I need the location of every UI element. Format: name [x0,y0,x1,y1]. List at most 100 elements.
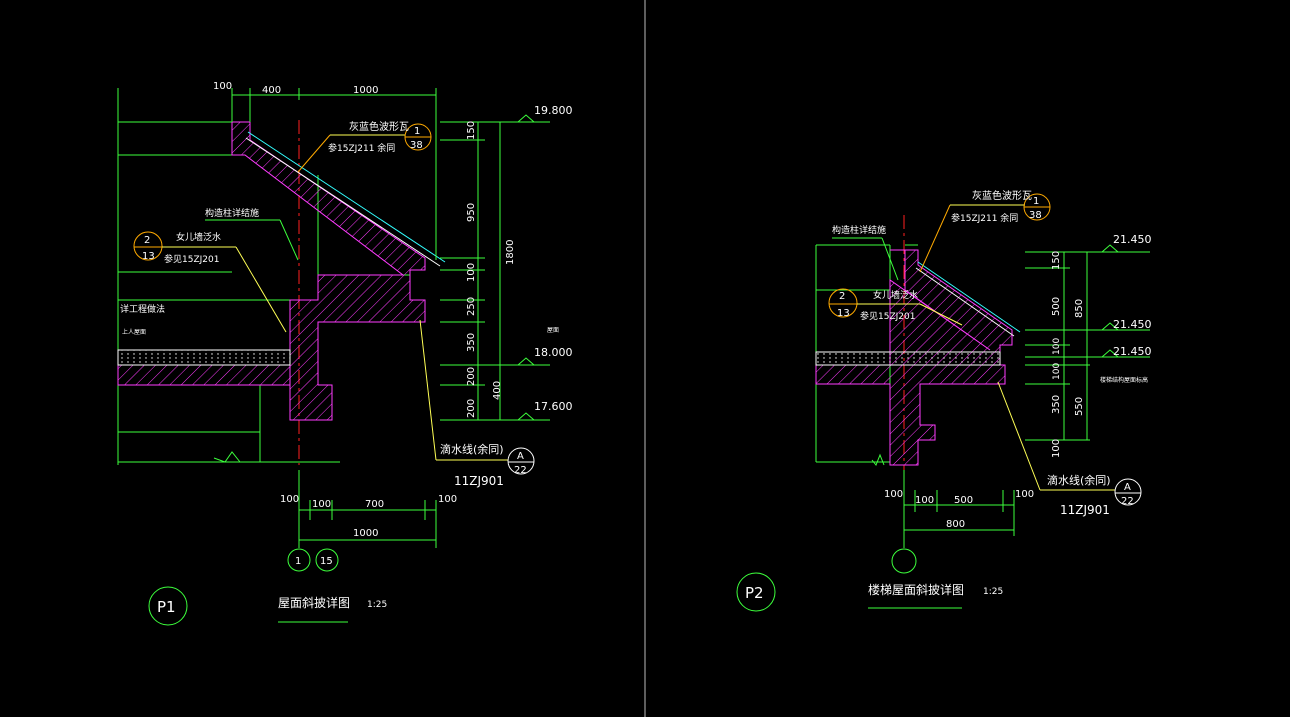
p2-rdim-100c: 100 [1051,439,1062,458]
p1-top-dim-2: 400 [262,85,281,96]
p2-right-dim-labels: 150 500 850 100 100 350 550 100 [1051,251,1085,458]
p2-tile-circle-top: 1 [1033,196,1039,207]
p1-drip-label: 滴水线(余同) [440,442,504,456]
p1-title: 屋面斜披详图 [278,595,350,610]
p2-rdim-350: 350 [1051,395,1062,414]
p2-parapet-ref: 参见15ZJ201 [860,310,915,322]
detail-p1: 100 400 1000 150 950 1800 100 250 [117,81,573,626]
p1-tile-label: 灰蓝色波形瓦 [349,120,409,133]
p2-rdim-850: 850 [1074,299,1085,318]
p2-tile-note: 灰蓝色波形瓦 参15ZJ211 余同 1 38 [919,189,1051,273]
p2-bdim-100a: 100 [884,489,903,500]
p2-parapet-label: 女儿墙泛水 [873,289,918,301]
p1-parapet-ref: 参见15ZJ201 [164,253,219,265]
p1-rdim-250: 250 [466,297,477,316]
p1-axis-circle-1 [287,548,311,572]
p2-drip-ref: 11ZJ901 [1060,503,1110,517]
p2-elevation-1: 21.450 [1113,233,1152,246]
p1-axis-circle-2 [315,548,339,572]
p1-bdim-100c: 100 [438,494,457,505]
p1-bdim-700: 700 [365,499,384,510]
p1-rdim-1800: 1800 [505,240,516,265]
p1-rdim-400: 400 [492,381,503,400]
p1-tile-circle-top: 1 [414,126,420,137]
p1-top-dim-1: 100 [213,81,232,92]
p1-parapet-circle-top: 2 [144,235,150,246]
p2-structure-note: 构造柱详结施 [832,224,899,281]
p2-rdim-500: 500 [1051,297,1062,316]
p1-rdim-950: 950 [466,203,477,222]
p1-rdim-200b: 200 [466,399,477,418]
p1-tag-circle [148,586,188,626]
p2-tag-circle [736,572,776,612]
p2-parapet-note: 2 13 女儿墙泛水 参见15ZJ201 [828,288,963,326]
p1-drip-circle-top: A [517,451,524,462]
p2-bottom-dimensions [903,470,1015,548]
p1-rdim-200a: 200 [466,367,477,386]
p2-bdim-100c: 100 [1015,489,1034,500]
p1-top-dimensions [231,88,437,260]
p1-axis-label-2: 15 [320,556,333,567]
p1-roof-slab [231,121,426,421]
p1-elevation-top: 19.800 [534,104,573,117]
p2-scale: 1:25 [983,587,1003,597]
p2-right-dimensions [1025,244,1150,441]
p1-parapet-circle-bottom: 13 [142,251,155,262]
p1-tile-note: 灰蓝色波形瓦 参15ZJ211 余同 1 38 [297,120,432,173]
p2-drip-circle-top: A [1124,482,1131,493]
p1-drip-note: 滴水线(余同) A 22 11ZJ901 [419,319,535,488]
p2-bdim-100b: 100 [915,495,934,506]
p1-structure-label: 构造柱详结施 [205,207,259,219]
p2-elevation-3: 21.450 [1113,345,1152,358]
p2-rdim-550: 550 [1074,397,1085,416]
p2-drip-label: 滴水线(余同) [1047,473,1111,487]
p1-elevation-low: 17.600 [534,400,573,413]
p2-tag: P2 [745,584,764,602]
p1-small-label: 屋面 [547,327,559,334]
p2-drip-note: 滴水线(余同) A 22 11ZJ901 [997,381,1142,517]
p1-floor-finish [117,349,291,366]
p2-rdim-100b: 100 [1052,363,1062,380]
p1-rdim-350: 350 [466,333,477,352]
p2-axis-circle [891,548,917,574]
p2-small-label: 楼梯结构屋面标高 [1100,376,1148,384]
p2-roof-tiles [915,261,1021,337]
p1-scale: 1:25 [367,600,387,610]
p2-elevation-2: 21.450 [1113,318,1152,331]
p1-rdim-100: 100 [466,263,477,282]
p1-right-dim-labels: 150 950 1800 100 250 350 200 200 400 [466,121,516,418]
p1-tile-circle-bottom: 38 [410,140,423,151]
p2-bdim-500: 500 [954,495,973,506]
p1-elevation-mid: 18.000 [534,346,573,359]
p2-bdim-800: 800 [946,519,965,530]
p1-tag: P1 [157,598,176,616]
p2-rdim-150: 150 [1051,251,1062,270]
p1-top-dim-3: 1000 [353,85,378,96]
p1-rdim-150: 150 [466,121,477,140]
p2-floor-finish [815,351,1001,366]
detail-p2: 150 500 850 100 100 350 550 100 21.450 2… [736,189,1152,612]
p1-roof-tiles [245,131,446,267]
p1-bdim-1000: 1000 [353,528,378,539]
p2-structure-label: 构造柱详结施 [832,224,886,236]
p1-tile-ref: 参15ZJ211 余同 [328,142,395,154]
p1-floor-slab [117,364,291,386]
p1-bdim-100a: 100 [280,494,299,505]
p1-bdim-100b: 100 [312,499,331,510]
p2-parapet-circle-top: 2 [839,291,845,302]
p2-drip-circle-bottom: 22 [1121,496,1134,507]
p2-tile-label: 灰蓝色波形瓦 [972,189,1032,202]
p1-roof-label: 上人屋面 [122,328,146,336]
p1-drip-ref: 11ZJ901 [454,474,504,488]
p2-title: 楼梯屋面斜披详图 [868,582,964,597]
p2-tile-ref: 参15ZJ211 余同 [951,212,1018,224]
p1-parapet-note: 2 13 女儿墙泛水 参见15ZJ201 [133,231,287,333]
p2-rdim-100a: 100 [1052,338,1062,355]
p2-parapet-circle-bottom: 13 [837,308,850,319]
p1-right-dimensions [440,114,550,421]
p1-parapet-label: 女儿墙泛水 [176,231,221,243]
p2-tile-circle-bottom: 38 [1029,210,1042,221]
p1-axis-label-1: 1 [295,556,301,567]
p1-structure-note: 构造柱详结施 [205,207,299,261]
